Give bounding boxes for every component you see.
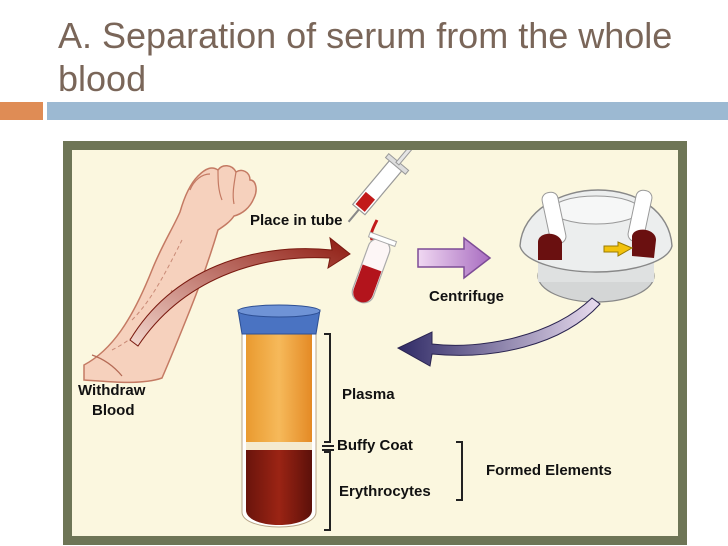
title-accent-bar-blue (47, 102, 728, 120)
label-centrifuge: Centrifuge (429, 288, 504, 305)
arm-illustration (83, 165, 257, 384)
label-place-in-tube: Place in tube (250, 212, 343, 229)
centrifuge-illustration (519, 189, 673, 303)
slide-title: A. Separation of serum from the whole bl… (58, 15, 673, 99)
label-blood: Blood (92, 402, 135, 419)
label-plasma: Plasma (342, 386, 395, 403)
erythrocytes-bracket (324, 451, 331, 531)
title-accent-bar-orange (0, 102, 43, 120)
label-withdraw: Withdraw (78, 382, 146, 399)
plasma-bracket (324, 333, 331, 443)
syringe-illustration (347, 150, 418, 223)
formed-elements-bracket (456, 441, 463, 501)
diagram-artwork (83, 150, 673, 531)
label-formed-elements: Formed Elements (486, 462, 612, 479)
arrow-tube-to-centrifuge (417, 236, 492, 280)
arrow-centrifuge-to-tube (396, 297, 601, 367)
label-buffy-coat: Buffy Coat (337, 437, 413, 454)
label-erythrocytes: Erythrocytes (339, 483, 431, 500)
arrow-arm-to-tube (129, 236, 351, 347)
separated-blood-tube (237, 304, 321, 528)
blood-separation-diagram: Place in tube Centrifuge Withdraw Blood … (63, 141, 687, 545)
small-test-tube (351, 231, 398, 304)
